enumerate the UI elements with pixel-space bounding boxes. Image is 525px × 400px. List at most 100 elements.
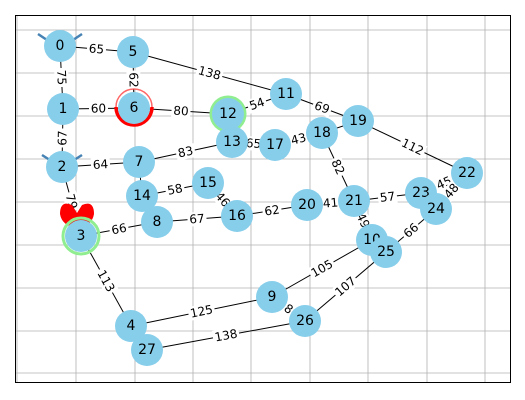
edge-weight-14-15: 58 [164, 180, 186, 199]
node-label: 6 [130, 100, 139, 116]
node-5: 5 [117, 36, 149, 68]
node-19: 19 [342, 105, 374, 137]
node-0: 0 [44, 30, 76, 62]
node-circle [291, 189, 323, 221]
node-12: 12 [212, 98, 244, 130]
edge-weight-text: 138 [197, 63, 223, 83]
edge-weight-1-6: 60 [88, 101, 109, 116]
node-18: 18 [306, 117, 338, 149]
edge-weight-text: 54 [247, 95, 266, 113]
node-1: 1 [47, 93, 79, 125]
edge-weight-text: 69 [312, 98, 331, 116]
node-circle [44, 30, 76, 62]
node-11: 11 [270, 78, 302, 110]
node-circle [131, 334, 163, 366]
node-label: 24 [427, 201, 445, 217]
node-label: 22 [458, 165, 476, 181]
edge-weight-13-17: 65 [243, 135, 264, 152]
node-circle [117, 36, 149, 68]
node-20: 20 [291, 189, 323, 221]
node-circle [123, 146, 155, 178]
edge-weight-background [187, 301, 216, 322]
edge-weight-1-2: 67 [55, 128, 70, 148]
edge-weight-text: 41 [322, 195, 338, 210]
edge-weight-background [320, 195, 341, 211]
edge-weight-background [187, 211, 207, 227]
node-label: 2 [58, 159, 67, 175]
node-circle [118, 92, 150, 124]
edge-weight-text: 83 [177, 144, 195, 161]
edge-weight-background [174, 143, 197, 161]
goal-marker-3 [61, 216, 101, 256]
edge-weight-text: 82 [328, 157, 347, 177]
node-27: 27 [131, 334, 163, 366]
edge-weight-text: 66 [110, 221, 128, 238]
node-label: 19 [349, 113, 367, 129]
node-label: 13 [223, 134, 241, 150]
edge-weight-background [310, 97, 334, 118]
node-4: 4 [115, 310, 147, 342]
node-label: 18 [313, 125, 331, 141]
edge-weight-text: 64 [92, 157, 108, 172]
edge-weight-background [307, 255, 337, 282]
edge-weight-8-16: 67 [187, 211, 207, 227]
edge-weight-background [245, 94, 269, 114]
edge-weight-text: 67 [55, 130, 69, 146]
node-label: 0 [56, 38, 65, 54]
edge-weight-11-19: 69 [310, 97, 334, 118]
node-6: 6 [118, 92, 150, 124]
edge-weight-background [55, 128, 70, 148]
edge-weight-7-13: 83 [174, 143, 197, 161]
edge-weight-5-11: 138 [194, 62, 225, 84]
node-9: 9 [256, 281, 288, 313]
edge-weight-text: 80 [173, 104, 189, 119]
edge-weight-background [164, 180, 186, 199]
node-8: 8 [141, 206, 173, 238]
node-circle [47, 93, 79, 125]
edge-weight-text: 67 [189, 211, 205, 226]
edge-weight-0-5: 65 [86, 41, 107, 57]
edge-weight-background [194, 62, 225, 84]
edge-weight-12-11: 54 [245, 94, 269, 114]
edge-weight-17-18: 43 [287, 129, 310, 149]
edge-weight-background [93, 266, 119, 296]
node-circle [289, 305, 321, 337]
node-label: 4 [127, 318, 136, 334]
node-16: 16 [221, 200, 253, 232]
edge-weight-text: 57 [379, 189, 396, 205]
node-label: 3 [77, 228, 86, 244]
node-label: 7 [135, 154, 144, 170]
node-label: 27 [138, 342, 156, 358]
edge-weight-2-7: 64 [90, 156, 111, 173]
node-label: 11 [277, 86, 295, 102]
node-label: 17 [266, 137, 284, 153]
edge-weight-text: 65 [88, 41, 104, 56]
edge-weight-18-21: 82 [327, 155, 349, 179]
node-circle [342, 105, 374, 137]
node-3: 3 [65, 220, 97, 252]
edge-weight-background [397, 134, 428, 160]
node-label: 8 [153, 214, 162, 230]
edge-weight-background [90, 156, 111, 173]
edge-weight-27-26: 138 [211, 326, 241, 345]
node-24: 24 [420, 193, 452, 225]
edge-weight-0-1: 75 [54, 67, 69, 88]
edge-weight-20-21: 41 [320, 195, 341, 211]
node-label: 14 [133, 188, 151, 204]
edge-weight-background [243, 135, 264, 152]
edge-weight-16-20: 62 [261, 202, 283, 219]
node-circle [192, 167, 224, 199]
edge-weight-text: 75 [54, 70, 69, 86]
node-circle [115, 310, 147, 342]
node-21: 21 [338, 185, 370, 217]
edge-weight-text: 65 [245, 136, 261, 151]
edge-weight-6-12: 80 [171, 103, 191, 119]
start-marker-top-arc [115, 88, 153, 108]
node-2: 2 [46, 151, 78, 183]
start-marker [114, 88, 154, 127]
node-label: 15 [199, 175, 217, 191]
node-circle [338, 185, 370, 217]
start-marker-arc [114, 106, 154, 127]
